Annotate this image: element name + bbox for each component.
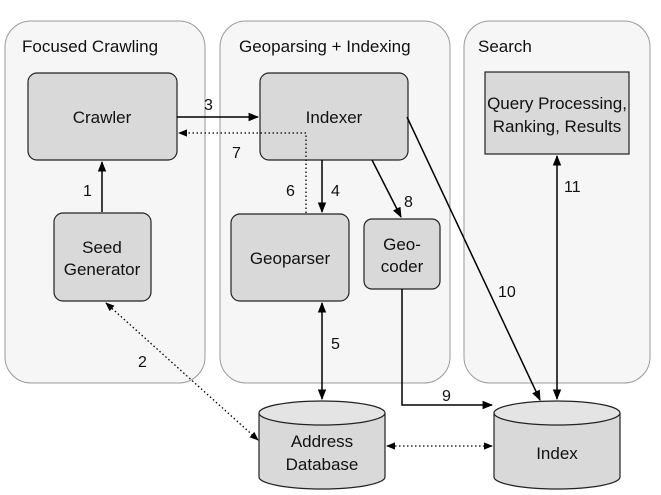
query-processing-label-line1: Query Processing, [487, 94, 627, 113]
edge-label-2: 2 [138, 354, 147, 371]
query-processing-box: Query Processing, Ranking, Results [484, 71, 630, 155]
geocoder-label-line1: Geo- [383, 235, 421, 254]
edge-label-5: 5 [331, 336, 340, 353]
address-database-cylinder: Address Database [258, 400, 386, 490]
edge-9-arrow [401, 289, 494, 410]
seed-generator-label-line2: Generator [64, 260, 141, 279]
edge-label-6: 6 [286, 183, 295, 200]
search-title: Search [478, 37, 532, 56]
focused-crawling-title: Focused Crawling [22, 37, 158, 56]
geoparser-label: Geoparser [250, 249, 331, 268]
address-database-label-line1: Address [291, 432, 353, 451]
geocoder-label-line2: coder [381, 257, 424, 276]
index-label: Index [536, 444, 578, 463]
edge-6-7-arrow [178, 129, 307, 213]
edge-label-8: 8 [404, 194, 413, 211]
edge-label-3: 3 [204, 97, 213, 114]
crawler-label: Crawler [73, 108, 132, 127]
seed-generator-box: Seed Generator [53, 212, 152, 302]
index-cylinder: Index [493, 400, 621, 490]
seed-generator-label-line1: Seed [82, 238, 122, 257]
edge-label-9: 9 [442, 388, 451, 405]
indexer-label: Indexer [306, 108, 363, 127]
edge-label-4: 4 [331, 183, 340, 200]
edge-label-11: 11 [564, 179, 581, 196]
edge-label-10: 10 [498, 284, 516, 301]
query-processing-label-line2: Ranking, Results [493, 117, 622, 136]
edge-label-7: 7 [232, 145, 241, 162]
edge-label-1: 1 [83, 183, 92, 200]
indexer-box: Indexer [259, 72, 409, 161]
crawler-box: Crawler [27, 72, 178, 161]
geocoder-box: Geo- coder [363, 218, 441, 290]
geoparser-box: Geoparser [230, 213, 350, 302]
address-database-label-line2: Database [286, 455, 359, 474]
edge-10-arrow [406, 116, 541, 401]
edge-8-arrow [371, 159, 402, 218]
geoparsing-indexing-title: Geoparsing + Indexing [239, 37, 411, 56]
